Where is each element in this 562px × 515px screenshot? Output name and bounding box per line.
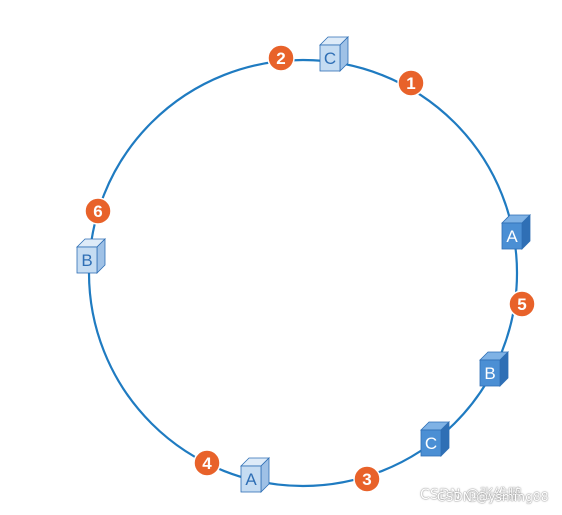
node-label: A <box>506 227 518 246</box>
watermark-overlay: CSDN @ysming88 <box>437 490 549 504</box>
marker-2: 2 <box>267 44 295 72</box>
node-b-left: B <box>76 238 106 274</box>
marker-circle <box>397 69 425 97</box>
watermark: CSDN @张维鹏 <box>420 484 522 504</box>
box-front-face <box>479 359 501 387</box>
box-front-face <box>319 44 341 72</box>
node-a-right: A <box>501 214 531 250</box>
marker-circle <box>193 449 221 477</box>
box-front-face <box>501 222 523 250</box>
marker-5: 5 <box>508 290 536 318</box>
node-label: A <box>245 470 257 489</box>
marker-1: 1 <box>397 69 425 97</box>
node-label: B <box>81 251 92 270</box>
marker-label: 6 <box>93 202 102 221</box>
hash-ring <box>87 58 519 488</box>
nodes-layer: C A B C A B <box>76 36 531 493</box>
marker-label: 2 <box>276 49 285 68</box>
marker-circle <box>508 290 536 318</box>
marker-label: 5 <box>517 295 526 314</box>
marker-label: 1 <box>406 74 415 93</box>
box-front-face <box>240 465 262 493</box>
node-c-bottom-right: C <box>420 421 450 457</box>
node-c-top: C <box>319 36 349 72</box>
box-front-face <box>76 246 98 274</box>
marker-3: 3 <box>353 465 381 493</box>
node-a-bottom: A <box>240 457 270 493</box>
marker-4: 4 <box>193 449 221 477</box>
node-label: C <box>324 49 336 68</box>
node-label: B <box>484 364 495 383</box>
marker-circle <box>353 465 381 493</box>
marker-label: 3 <box>362 470 371 489</box>
marker-6: 6 <box>84 197 112 225</box>
marker-circle <box>84 197 112 225</box>
markers-layer: 1 2 3 4 5 6 <box>84 44 536 493</box>
watermark-text: CSDN @张维鹏 <box>420 487 523 503</box>
node-label: C <box>425 434 437 453</box>
marker-circle <box>267 44 295 72</box>
marker-label: 4 <box>202 454 212 473</box>
watermark-overlay-text: CSDN @ysming88 <box>437 490 549 504</box>
box-front-face <box>420 429 442 457</box>
node-b-right: B <box>479 351 509 387</box>
